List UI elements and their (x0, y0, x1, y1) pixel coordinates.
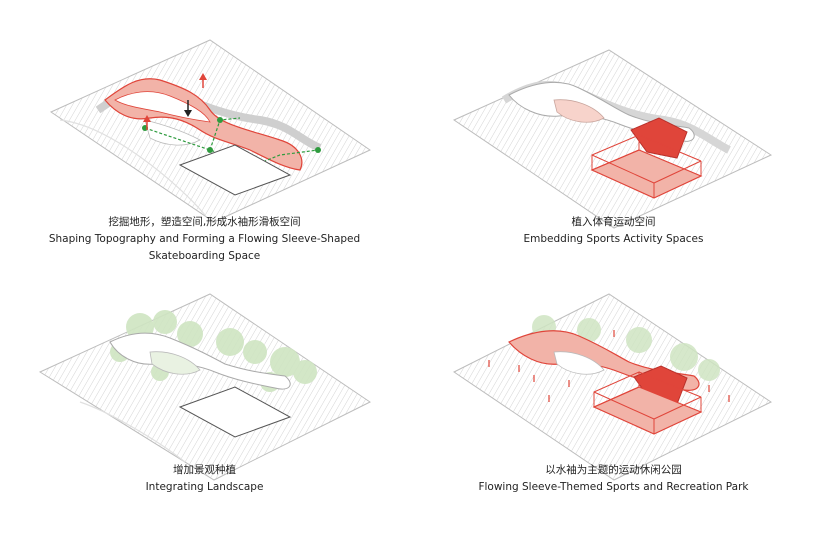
panel-topography: 挖掘地形，塑造空间,形成水袖形滑板空间 Shaping Topography a… (0, 0, 409, 272)
caption-zh: 植入体育运动空间 (571, 216, 656, 228)
caption-en-line1: Flowing Sleeve-Themed Sports and Recreat… (478, 481, 749, 493)
topography-diagram (49, 39, 372, 223)
site-base (452, 49, 773, 229)
caption-en-line1: Integrating Landscape (145, 481, 264, 493)
court-outline (178, 386, 292, 438)
caption-en-line1: Embedding Sports Activity Spaces (523, 233, 704, 245)
caption-sports: 植入体育运动空间 Embedding Sports Activity Space… (409, 214, 818, 248)
site-base (38, 293, 371, 481)
caption-en-line1: Shaping Topography and Forming a Flowing… (48, 233, 361, 245)
caption-zh: 以水袖为主题的运动休闲公园 (545, 464, 682, 476)
panel-sports: 植入体育运动空间 Embedding Sports Activity Space… (409, 0, 818, 272)
panel-park: 以水袖为主题的运动休闲公园 Flowing Sleeve-Themed Spor… (409, 272, 818, 544)
site-base (453, 293, 772, 481)
court-outline (178, 144, 292, 196)
caption-zh: 增加景观种植 (173, 464, 236, 476)
landscape-diagram (38, 293, 371, 481)
panel-landscape: 增加景观种植 Integrating Landscape (0, 272, 409, 544)
caption-topography: 挖掘地形，塑造空间,形成水袖形滑板空间 Shaping Topography a… (0, 214, 409, 265)
sports-diagram (452, 49, 773, 229)
caption-zh: 挖掘地形，塑造空间,形成水袖形滑板空间 (108, 216, 301, 228)
caption-landscape: 增加景观种植 Integrating Landscape (0, 462, 409, 496)
caption-park: 以水袖为主题的运动休闲公园 Flowing Sleeve-Themed Spor… (409, 462, 818, 496)
park-diagram (453, 293, 772, 481)
caption-en-line2: Skateboarding Space (148, 250, 261, 262)
people-markers (488, 330, 730, 402)
